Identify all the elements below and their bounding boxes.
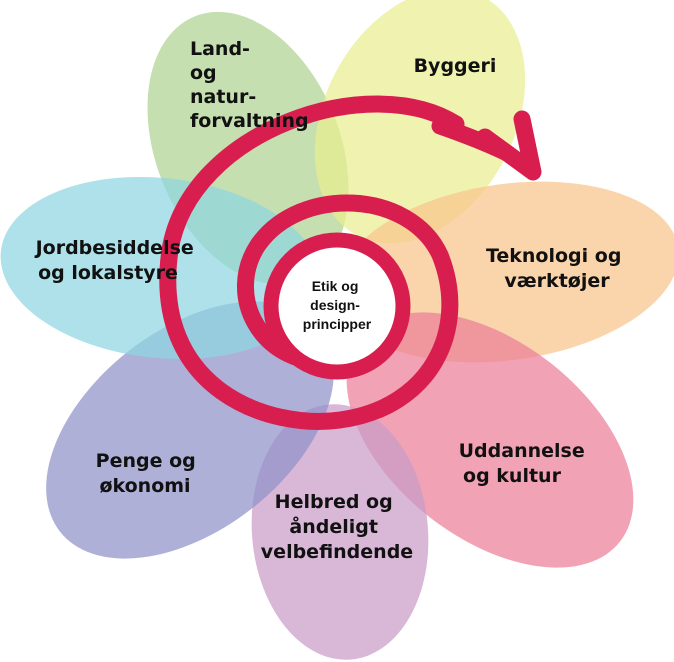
center-ring: [263, 232, 411, 380]
center-label-line-3: principper: [303, 316, 372, 332]
petal-helbred-og-aandeligt-velbefindende: [251, 404, 429, 660]
center-hub: Etik og design- principper: [263, 232, 411, 380]
label-helbred-line-1: Helbred og: [275, 491, 393, 513]
label-helbred-line-2: åndeligt: [289, 514, 378, 538]
label-uddannelse-line-1: Uddannelse: [459, 440, 585, 462]
spiral-arrow-path: [159, 95, 465, 430]
label-jord-line-2: og lokalstyre: [38, 262, 178, 284]
center-label-line-2: design-: [310, 297, 360, 313]
center-label: Etik og design- principper: [303, 278, 372, 332]
spiral-arrow-tail: [431, 117, 514, 161]
label-jordbesiddelse-og-lokalstyre: Jordbesiddelse og lokalstyre: [34, 237, 201, 284]
label-land-line-1: Land-: [190, 38, 250, 60]
label-teknologi-line-2: værktøjer: [504, 270, 610, 292]
label-helbred-og-aandeligt-velbefindende: Helbred og åndeligt velbefindende: [261, 491, 413, 563]
label-penge-line-2: økonomi: [99, 475, 190, 497]
label-uddannelse-line-2: og kultur: [463, 465, 562, 487]
center-label-line-1: Etik og: [312, 278, 359, 294]
label-byggeri: Byggeri: [414, 55, 497, 77]
label-penge-line-1: Penge og: [96, 450, 196, 472]
spiral: [159, 95, 542, 430]
label-teknologi-og-vaerktoejer: Teknologi og værktøjer: [486, 245, 628, 292]
label-land-line-3: natur-: [190, 86, 256, 108]
label-byggeri-line-1: Byggeri: [414, 55, 497, 77]
label-jord-line-1: Jordbesiddelse: [34, 237, 194, 259]
label-penge-og-oekonomi: Penge og økonomi: [96, 450, 203, 497]
label-teknologi-line-1: Teknologi og: [486, 245, 622, 267]
label-land-line-2: og: [190, 62, 217, 84]
label-helbred-line-3: velbefindende: [261, 541, 413, 563]
label-land-line-4: forvaltning: [190, 110, 309, 132]
petal-labels: Land- og natur- forvaltning Byggeri Tekn…: [34, 38, 628, 563]
label-land-og-naturforvaltning: Land- og natur- forvaltning: [190, 38, 309, 132]
petal-penge-og-oekonomi: [46, 301, 334, 559]
label-uddannelse-og-kultur: Uddannelse og kultur: [459, 440, 592, 487]
